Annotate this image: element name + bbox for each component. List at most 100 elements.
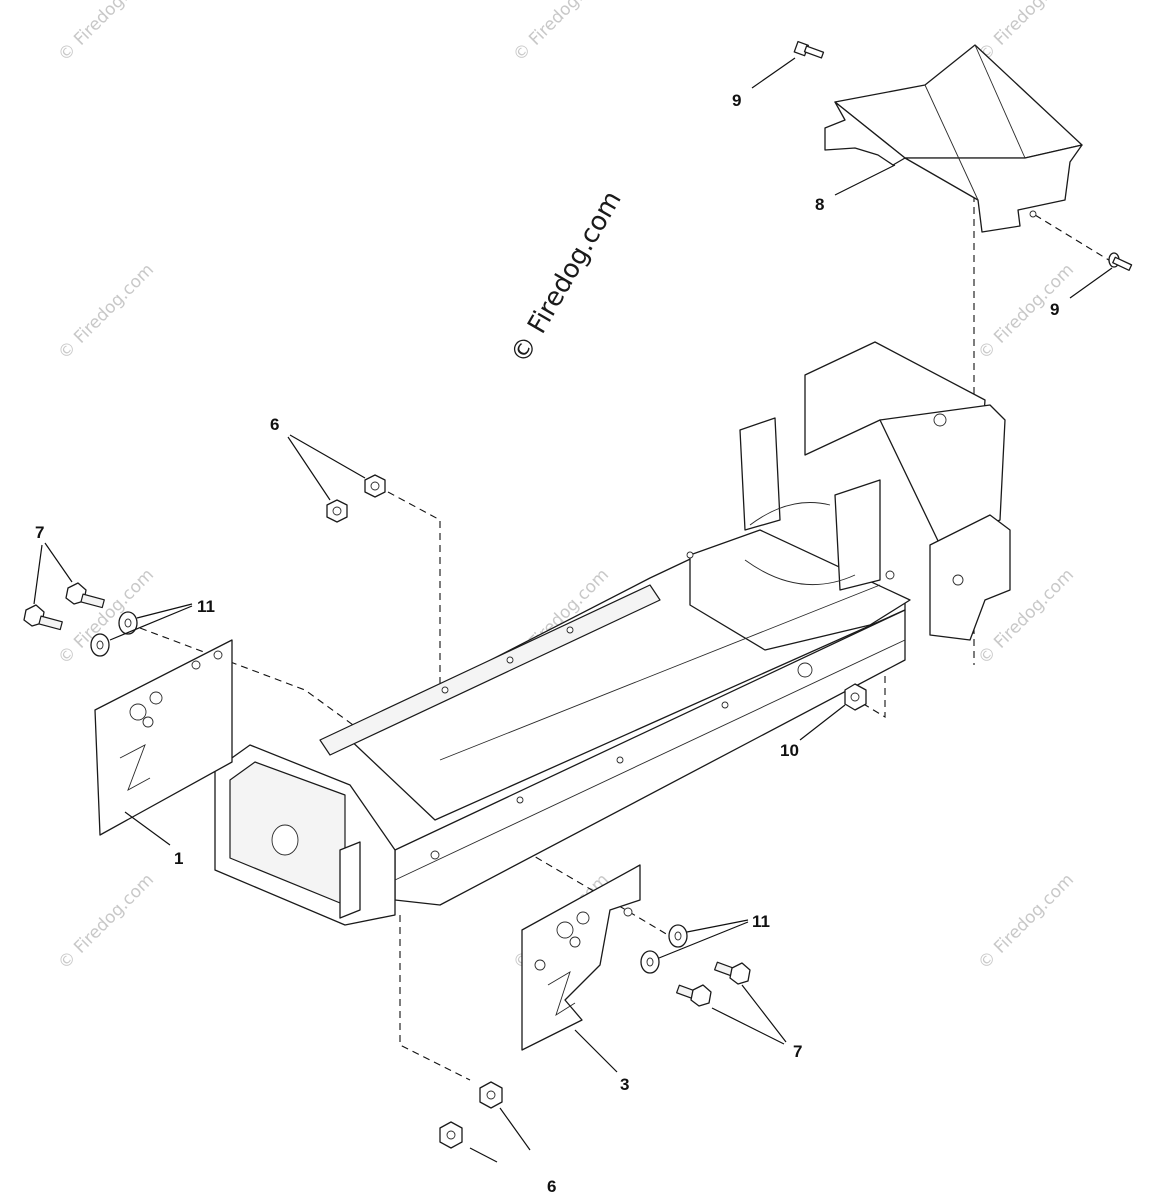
cover-8-ridge: [974, 44, 1026, 159]
callout-9-top: 9: [732, 91, 741, 110]
washer-11-left-b: [90, 633, 110, 657]
cover-8-ridge: [924, 84, 979, 201]
leader-9-top: [751, 57, 796, 89]
plate-3-hole: [623, 907, 633, 917]
nut-6-bottom-a: [479, 1081, 503, 1109]
watermark-tile: © Firedog.com: [974, 870, 1078, 974]
assembly-line: [514, 844, 669, 936]
frame-pulley-arc: [744, 559, 856, 585]
main-frame: [214, 341, 1011, 926]
leader-11-right-b: [658, 921, 749, 959]
leader-11-right-a: [686, 919, 749, 933]
callout-11-left: 11: [197, 597, 215, 616]
frame-arc: [749, 502, 831, 526]
callout-6-bottom: 6: [547, 1177, 556, 1196]
plate-3-hole: [576, 911, 590, 925]
frame-hole: [686, 551, 694, 559]
assembly-line: [399, 915, 471, 1081]
leader-10: [799, 704, 846, 741]
plate-1-hole: [191, 660, 201, 670]
frame-edge: [394, 639, 906, 881]
assembly-line: [1034, 214, 1113, 263]
washer-11-right-b: [640, 950, 660, 974]
bolt-7-left-a: [65, 582, 105, 609]
watermark-tile: © Firedog.com: [974, 0, 1078, 66]
plate-1-hole: [149, 691, 163, 705]
leader-7-right-a: [741, 984, 787, 1043]
plate-3-logo: [547, 971, 576, 1017]
callouts: 9 8 9 6 7 11 1 10 11 7 3 6: [35, 91, 1059, 1196]
callout-7-left: 7: [35, 523, 44, 542]
frame-bumper-hole: [271, 824, 299, 856]
watermark-tile: © Firedog.com: [54, 870, 158, 974]
plate-1-logo: [119, 744, 151, 791]
frame-hole: [721, 701, 729, 709]
part-1-plate: [94, 639, 233, 836]
frame-hole: [441, 686, 449, 694]
leader-6-top-b: [289, 434, 366, 479]
plate-3-body: [521, 864, 641, 1051]
nut-6-bottom-b: [439, 1121, 463, 1149]
leader-11-left-a: [136, 603, 193, 619]
plate-1-hole: [129, 703, 147, 721]
frame-rear-plate: [929, 514, 1011, 641]
cover-8-left-flange: [824, 101, 906, 166]
leader-7-left-b: [33, 544, 43, 605]
frame-rear-tower-side: [879, 404, 1006, 546]
leader-8: [834, 164, 896, 196]
frame-hole: [952, 574, 964, 586]
leader-11-left-b: [109, 605, 193, 641]
part-3-plate: [521, 864, 641, 1051]
frame-hole: [616, 756, 624, 764]
leader-7-left-a: [44, 542, 73, 583]
nut-6-top-a: [326, 499, 348, 523]
leader-6-top-a: [287, 436, 331, 501]
hardware: [23, 40, 1133, 1149]
watermark-tile: © Firedog.com: [54, 0, 158, 66]
plate-3-hole: [556, 921, 574, 939]
nut-10: [844, 683, 867, 711]
plate-1-hole: [213, 650, 223, 660]
watermark-tile: © Firedog.com: [974, 260, 1078, 364]
part-8-cover: [824, 44, 1083, 233]
plate-1-body: [94, 639, 233, 836]
callout-3: 3: [620, 1075, 629, 1094]
callout-8: 8: [815, 195, 824, 214]
leader-9-right: [1069, 267, 1113, 299]
leader-1: [124, 811, 171, 846]
frame-hole: [516, 796, 524, 804]
leader-3: [574, 1029, 618, 1073]
frame-hole: [933, 413, 947, 427]
frame-hole: [797, 662, 813, 678]
cover-8-hole: [1029, 210, 1037, 218]
frame-hole: [566, 626, 574, 634]
leader-6-bottom-a: [499, 1107, 531, 1151]
frame-upright-bracket: [739, 417, 781, 531]
callout-9-right: 9: [1050, 300, 1059, 319]
callout-7-right: 7: [793, 1042, 802, 1061]
plate-3-hole: [534, 959, 546, 971]
callout-1: 1: [174, 849, 183, 868]
callout-10: 10: [780, 741, 799, 760]
bolt-9-right: [1108, 252, 1133, 271]
cover-8-side: [904, 144, 1083, 233]
callout-6-top: 6: [270, 415, 279, 434]
bolt-9-top: [793, 40, 825, 59]
bolt-7-right-a: [714, 961, 751, 985]
frame-inner-rail: [319, 584, 661, 756]
watermark-tile: © Firedog.com: [54, 260, 158, 364]
frame-hole: [430, 850, 440, 860]
frame-edge: [439, 584, 881, 761]
bolt-7-right-b: [676, 984, 712, 1007]
frame-hole: [506, 656, 514, 664]
leader-7-right-b: [711, 1007, 785, 1045]
watermark-main: © Firedog.com: [505, 186, 628, 368]
leader-lines: [33, 57, 1113, 1163]
nut-6-top-b: [364, 474, 386, 498]
assembly-line: [139, 627, 361, 731]
washer-11-right-a: [668, 924, 688, 948]
bolt-7-left-b: [23, 604, 63, 631]
callout-11-right: 11: [752, 912, 770, 931]
frame-bumper-bracket: [339, 841, 361, 919]
